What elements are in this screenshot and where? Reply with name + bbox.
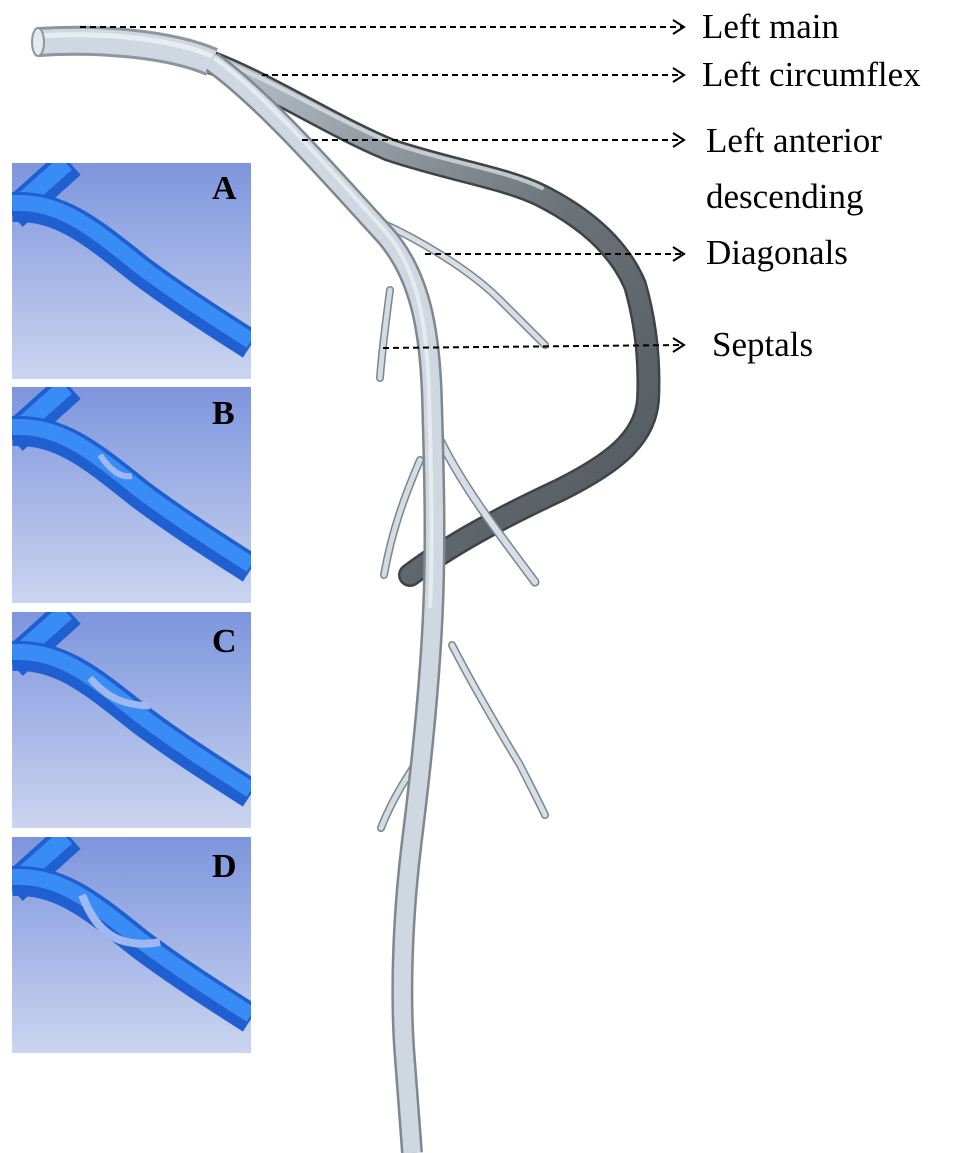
panel-b-label: B [212,395,235,432]
left-main-vessel [32,28,212,62]
label-diagonals: Diagonals [706,233,848,272]
panel-b: B [12,387,251,603]
panel-a-label: A [212,170,237,207]
panel-d-label: D [212,848,237,885]
label-lad-line1: Left anterior [706,121,882,160]
label-septals: Septals [712,325,813,364]
label-left-main: Left main [702,7,839,46]
label-lad-line2: descending [706,177,863,216]
panel-a: A [12,163,251,379]
panel-c-label: C [212,623,237,660]
panel-c: C [12,612,251,828]
label-left-circumflex: Left circumflex [702,55,921,94]
panel-d: D [12,837,251,1053]
